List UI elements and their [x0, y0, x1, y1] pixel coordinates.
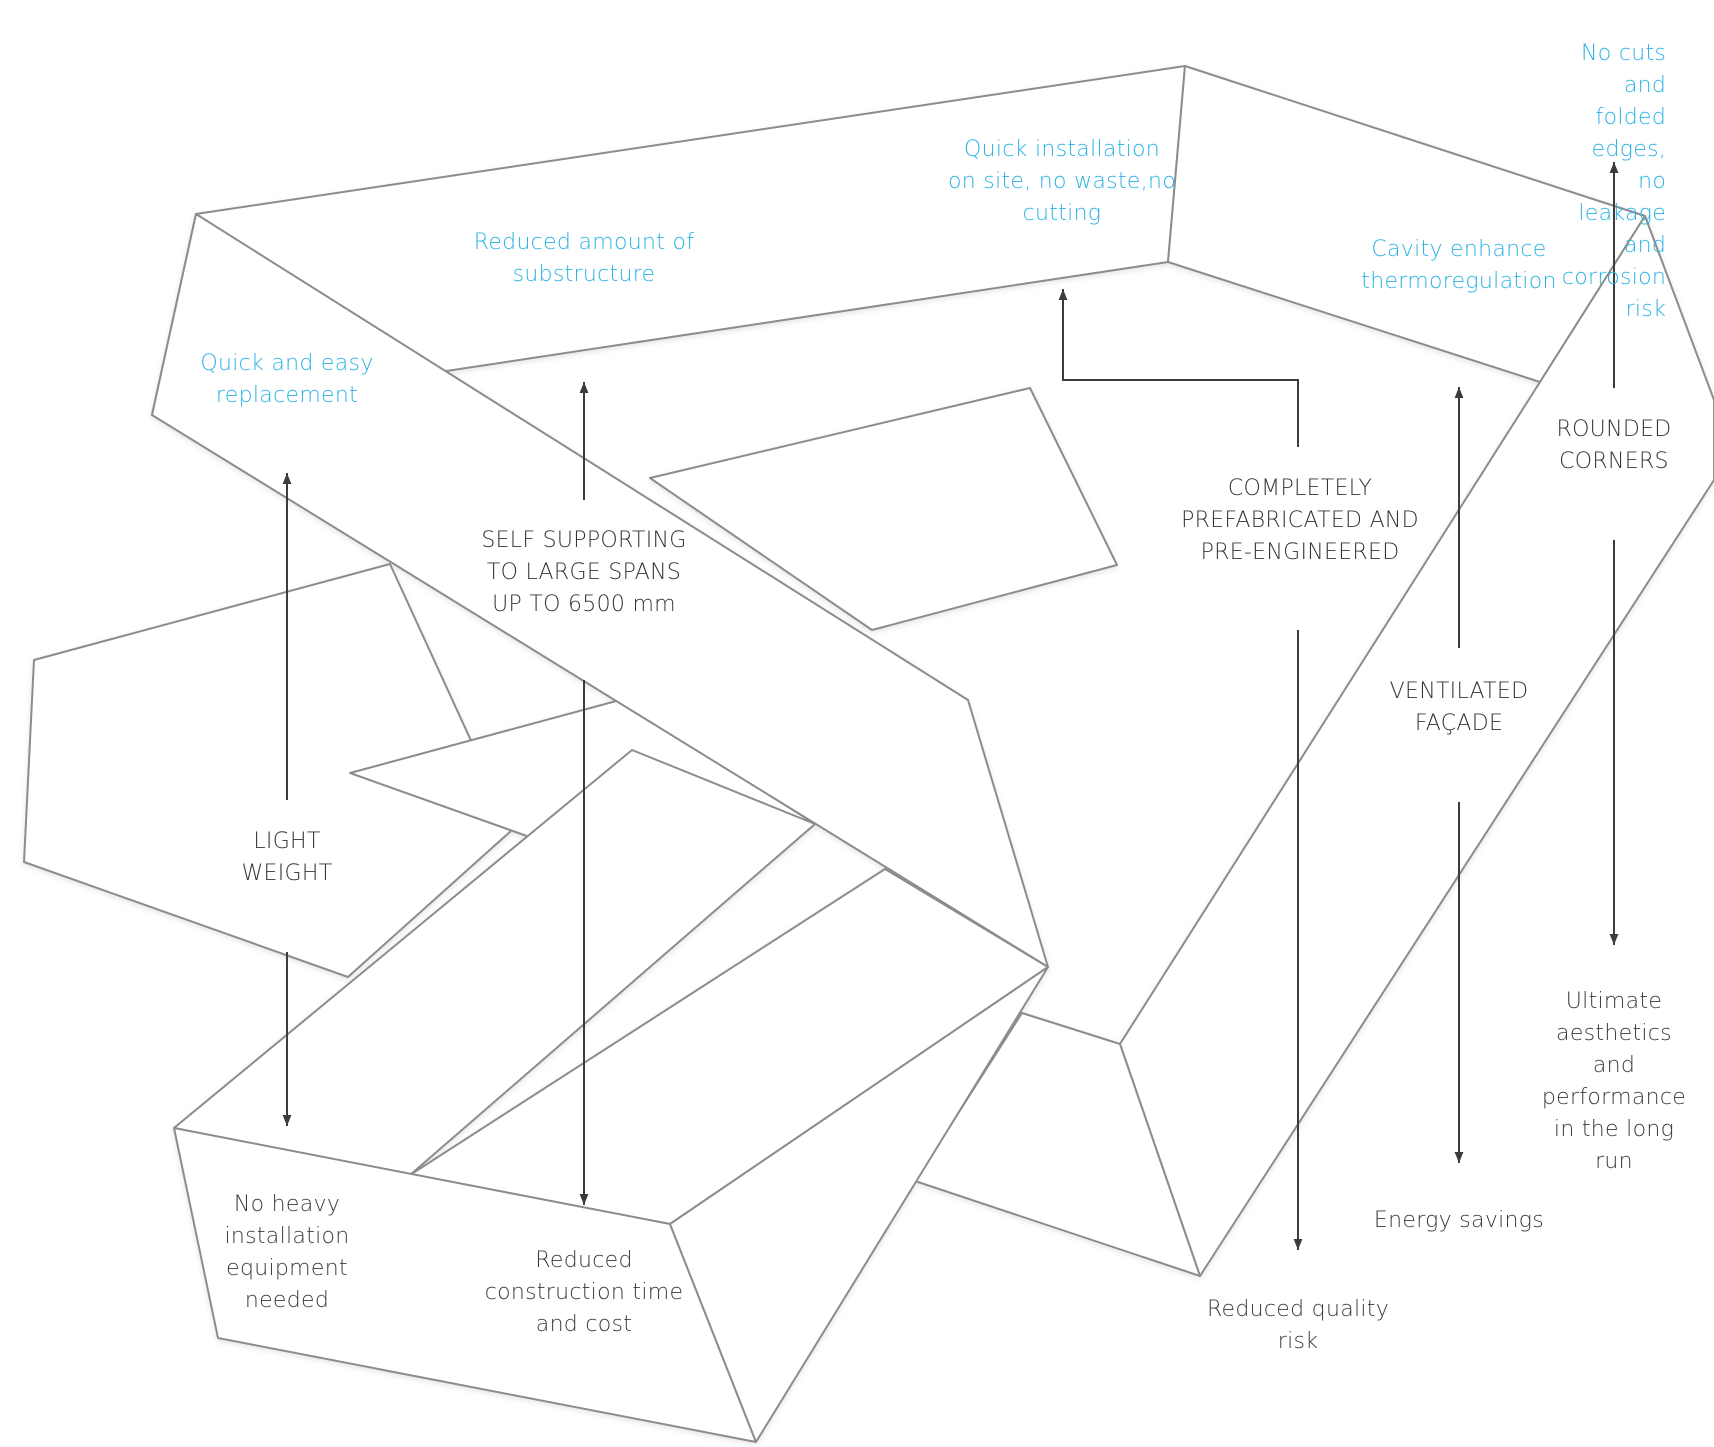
arrows [282, 162, 1619, 1250]
ribbon-bottom-diagonal [669, 966, 1049, 1443]
benefit-no-heavy-equipment: No heavy installation equipment needed [224, 1192, 350, 1313]
ribbon-left-band [23, 563, 513, 978]
ribbon-back-band [649, 387, 1118, 631]
benefit-quick-installation: Quick installation on site, no waste,no … [947, 137, 1177, 226]
benefit-cavity-thermoregulation: Cavity enhance thermoregulation [1361, 237, 1557, 294]
benefit-reduced-quality-risk: Reduced quality risk [1206, 1297, 1390, 1354]
arrow-prefab-up [1058, 289, 1299, 447]
benefit-reduced-construction: Reduced construction time and cost [484, 1248, 684, 1337]
benefit-ultimate-aesthetics: Ultimate aesthetics and performance in t… [1541, 989, 1687, 1174]
benefit-reduced-substructure: Reduced amount of substructure [473, 230, 695, 287]
benefit-no-cuts: No cuts and folded edges, no leakage and… [1561, 41, 1667, 322]
benefit-energy-savings: Energy savings [1373, 1208, 1545, 1233]
feature-prefabricated: COMPLETELY PREFABRICATED AND PRE-ENGINEE… [1181, 476, 1419, 565]
feature-self-supporting: SELF SUPPORTING TO LARGE SPANS UP TO 650… [481, 528, 687, 617]
ribbon-shape [23, 65, 1714, 1443]
feature-ventilated-facade: VENTILATED FAÇADE [1389, 679, 1529, 736]
feature-light-weight: LIGHT WEIGHT [241, 829, 333, 886]
feature-rounded-corners: ROUNDED CORNERS [1556, 417, 1672, 474]
benefit-quick-replacement: Quick and easy replacement [200, 351, 374, 408]
